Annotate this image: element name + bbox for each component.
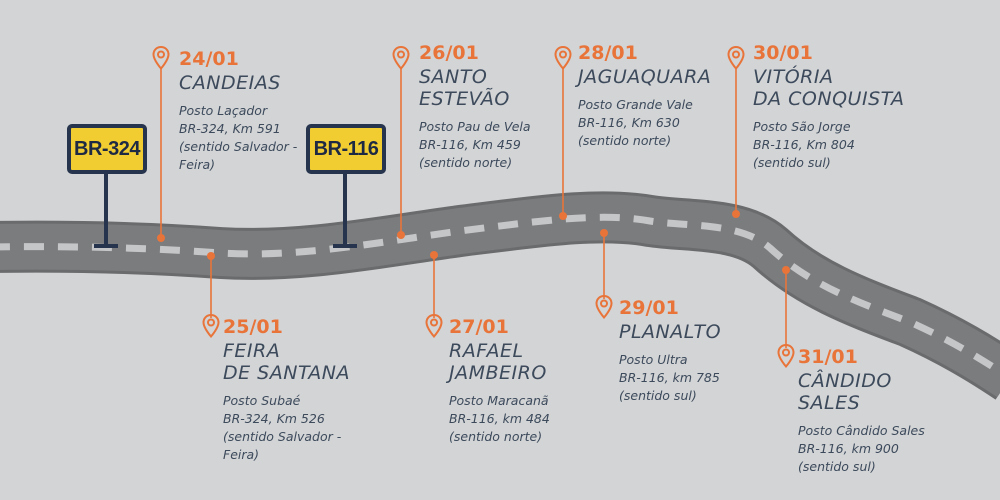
stop-info: Posto Cândido Sales BR-116, km 900 (sent… [798, 423, 925, 474]
stop-date: 24/01 [179, 48, 239, 70]
stop-info: Posto São Jorge BR-116, Km 804 (sentido … [753, 119, 855, 170]
stop-info: Posto Pau de Vela BR-116, Km 459 (sentid… [419, 119, 531, 170]
pin-connectors [157, 68, 790, 348]
highway-sign: BR-324 [67, 124, 147, 174]
stop-info: Posto Maracanã BR-116, km 484 (sentido n… [449, 393, 550, 444]
stop-date: 31/01 [798, 346, 858, 368]
road-dot [559, 212, 567, 220]
road-dot [157, 234, 165, 242]
location-pin-icon [595, 295, 613, 319]
location-pin-icon [392, 46, 410, 70]
stop-date: 25/01 [223, 316, 283, 338]
stop-city: PLANALTO [619, 321, 722, 343]
stop-city: JAGUAQUARA [578, 66, 712, 88]
stop-planalto: 29/01 PLANALTO Posto Ultra BR-116, km 78… [619, 297, 859, 405]
sign-label: BR-116 [313, 137, 379, 160]
location-pin-icon [202, 314, 220, 338]
stop-date: 29/01 [619, 297, 679, 319]
location-pin-icon [727, 46, 745, 70]
location-pin-icon [425, 314, 443, 338]
stop-city: CANDEIAS [179, 72, 281, 94]
road-center-dashes [0, 213, 1000, 376]
road-dot [732, 210, 740, 218]
stop-jaguaquara: 28/01 JAGUAQUARA Posto Grande Vale BR-11… [578, 42, 818, 150]
stop-date: 30/01 [753, 42, 813, 64]
location-pin-icon [777, 344, 795, 368]
road-dot [600, 229, 608, 237]
stop-info: Posto Ultra BR-116, km 785 (sentido sul) [619, 352, 720, 403]
stop-date: 28/01 [578, 42, 638, 64]
road-dot [430, 251, 438, 259]
highway-sign: BR-116 [306, 124, 386, 174]
road-dot [207, 252, 215, 260]
stop-info: Posto Laçador BR-324, Km 591 (sentido Sa… [179, 103, 298, 172]
stop-candeias: 24/01 CANDEIAS Posto Laçador BR-324, Km … [179, 48, 419, 174]
location-pin-icon [554, 46, 572, 70]
stop-date: 26/01 [419, 42, 479, 64]
location-pin-icon [152, 46, 170, 70]
sign-label: BR-324 [74, 137, 140, 160]
stop-date: 27/01 [449, 316, 509, 338]
road-dot [397, 231, 405, 239]
road-dot [782, 266, 790, 274]
stop-info: Posto Grande Vale BR-116, Km 630 (sentid… [578, 97, 693, 148]
stop-info: Posto Subaé BR-324, Km 526 (sentido Salv… [223, 393, 342, 462]
